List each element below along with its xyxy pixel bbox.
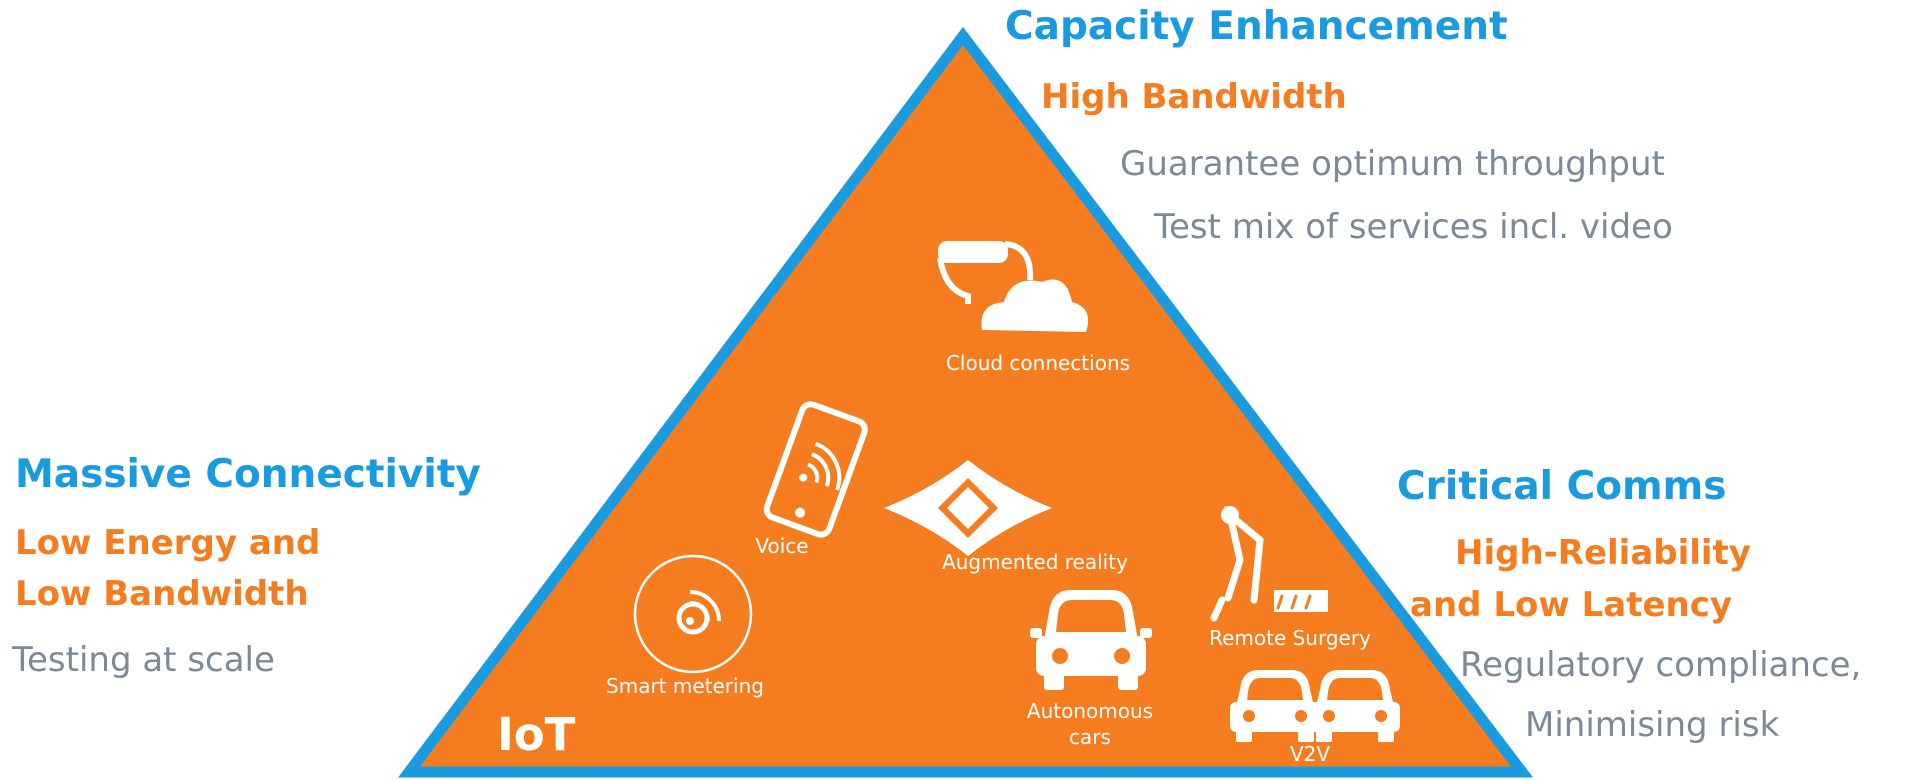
right-text-line-2: Minimising risk — [1525, 705, 1780, 745]
smart-metering-label: Smart metering — [606, 674, 764, 698]
car-icon — [1030, 590, 1152, 690]
autonomous-cars-label-line-1: Autonomous — [1026, 699, 1154, 723]
testing-at-scale-text: Testing at scale — [12, 640, 275, 680]
remote-surgery-label: Remote Surgery — [1209, 626, 1371, 650]
massive-connectivity-title: Massive Connectivity — [15, 452, 481, 497]
right-text-line-1: Regulatory compliance, — [1460, 645, 1862, 685]
high-bandwidth-subtitle: High Bandwidth — [1041, 77, 1347, 117]
eye-icon — [884, 460, 1052, 556]
autonomous-cars-label-line-2: cars — [1069, 725, 1111, 749]
voice-label: Voice — [755, 534, 809, 558]
capacity-enhancement-title: Capacity Enhancement — [1005, 4, 1508, 49]
critical-comms-title: Critical Comms — [1397, 464, 1727, 509]
right-subtitle-line-1: High-Reliability — [1455, 533, 1751, 573]
right-subtitle-line-2: and Low Latency — [1410, 585, 1733, 625]
iot-label: IoT — [497, 708, 576, 761]
two-cars-icon — [1230, 670, 1400, 742]
top-text-line-2: Test mix of services incl. video — [1154, 207, 1673, 247]
robot-arm-icon — [1210, 505, 1328, 622]
smart-meter-icon — [633, 554, 753, 674]
left-subtitle-line-2: Low Bandwidth — [15, 574, 309, 614]
v2v-label: V2V — [1289, 742, 1331, 766]
left-subtitle-line-1: Low Energy and — [15, 523, 321, 563]
smartphone-icon — [763, 401, 868, 538]
triangle-shape — [397, 26, 1534, 778]
augmented-reality-label: Augmented reality — [942, 550, 1128, 574]
vr-cloud-icon — [937, 241, 1089, 332]
top-text-line-1: Guarantee optimum throughput — [1120, 144, 1665, 184]
autonomous-cars-label: Autonomous cars — [1020, 698, 1160, 750]
cloud-connections-label: Cloud connections — [945, 351, 1131, 375]
